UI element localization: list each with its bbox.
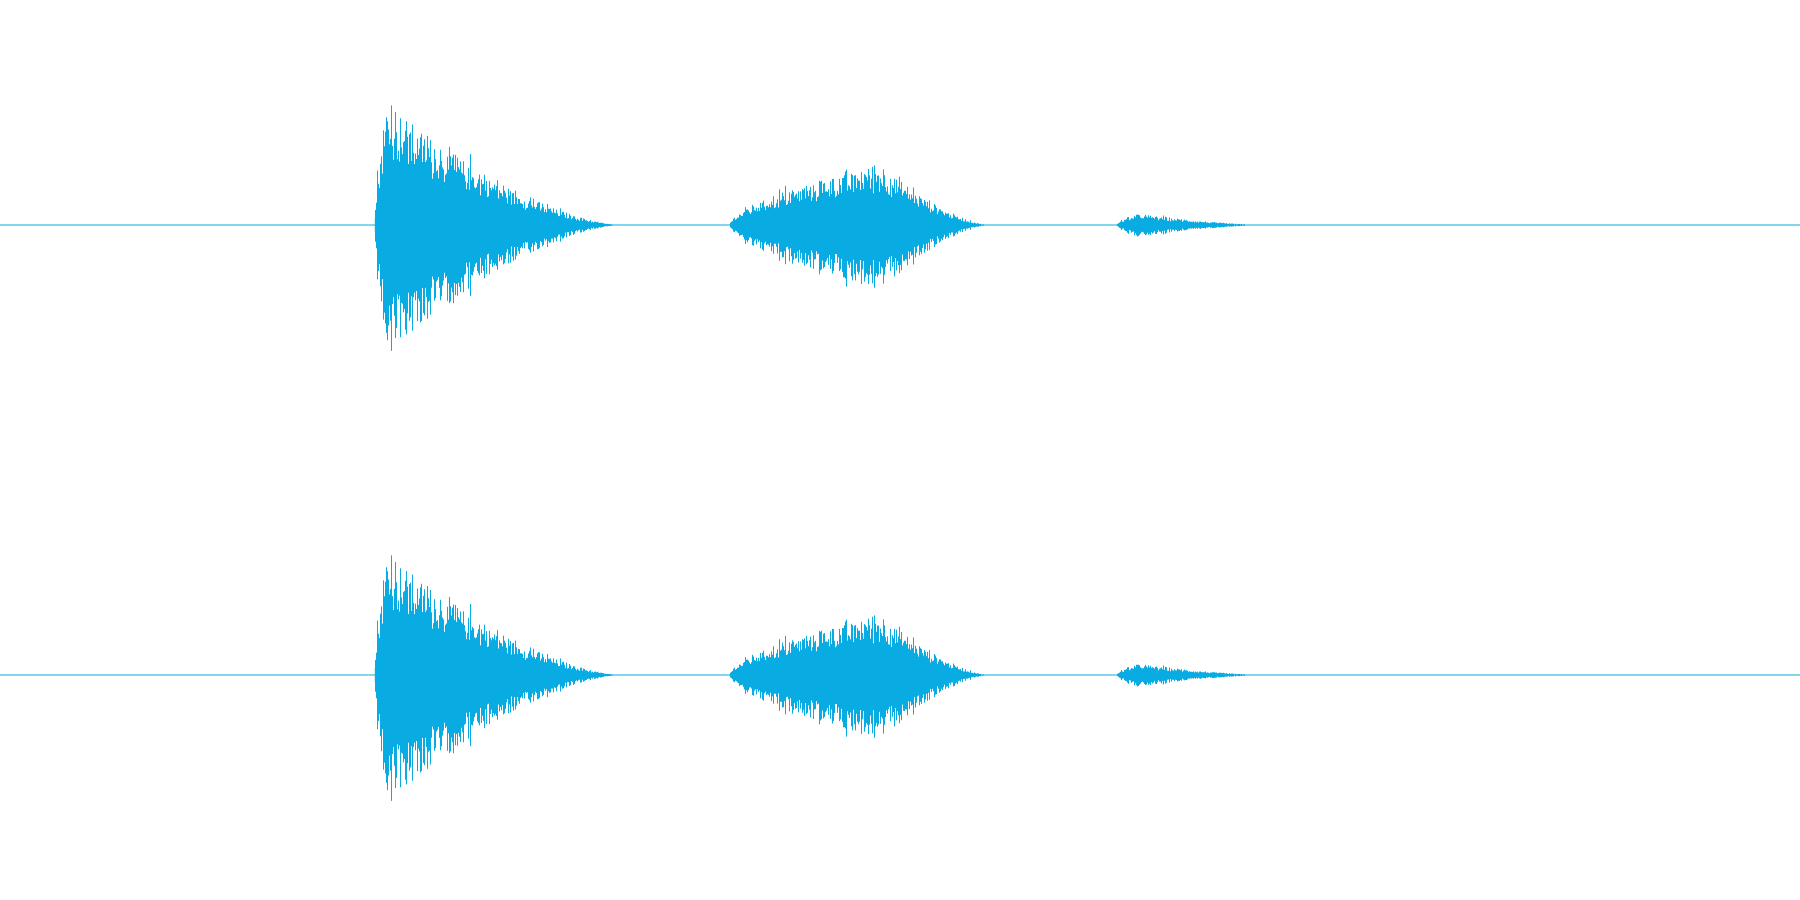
- channel-1-signal-core: [374, 172, 1234, 278]
- channel-1-waveform: [0, 105, 1800, 351]
- channel-2-waveform: [0, 555, 1800, 801]
- channel-2-signal-core: [374, 622, 1234, 728]
